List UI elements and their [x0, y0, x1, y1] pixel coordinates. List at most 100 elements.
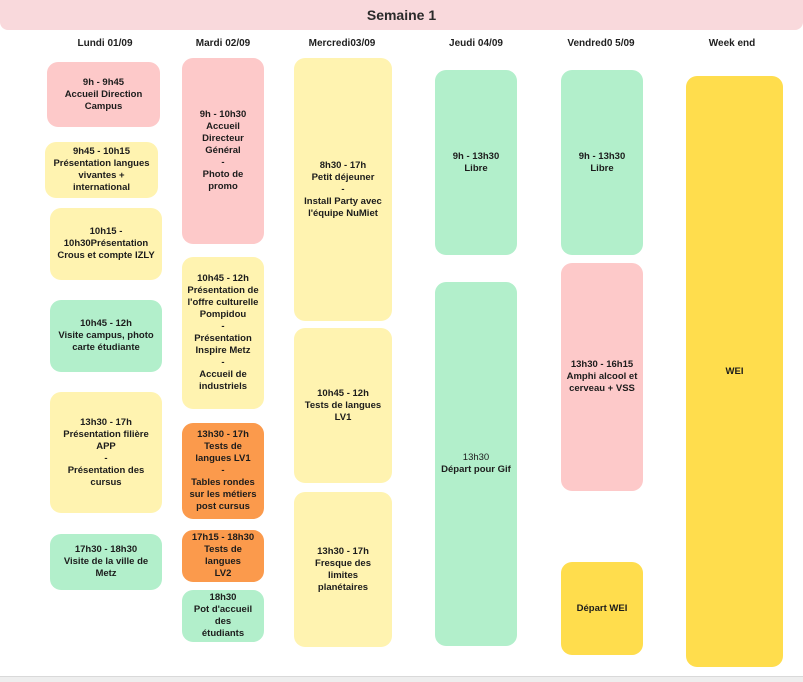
event-line: 18h30	[209, 592, 237, 603]
event-line: langues LV1	[195, 453, 251, 464]
event-line: LV1	[334, 411, 352, 423]
event-line: -	[221, 465, 225, 476]
event-line: Accueil Direction	[64, 88, 143, 100]
event-line: 13h30 - 17h	[197, 429, 249, 440]
event-line: vivantes +	[78, 170, 125, 181]
event-line: Présentation des	[67, 464, 145, 476]
event-line: Présentation langues	[53, 158, 150, 169]
event-line: 13h30	[462, 452, 490, 463]
event-line: 10h45 - 12h	[197, 273, 249, 284]
event-line: 13h30 - 17h	[317, 545, 369, 557]
day-header-monday: Lundi 01/09	[77, 38, 133, 49]
event-line: Pompidou	[199, 309, 247, 320]
event-line: 8h30 - 17h	[319, 159, 367, 171]
event-line: carte étudiante	[72, 342, 140, 353]
event-line: Départ WEI	[576, 602, 628, 614]
event-line: l'équipe NuMiet	[308, 207, 378, 219]
day-header-thursday: Jeudi 04/09	[449, 38, 503, 49]
event-line: Install Party avec	[304, 195, 382, 207]
event-line: Accueil de	[199, 369, 247, 380]
event-line: 9h - 9h45	[82, 76, 125, 88]
event-line: Tests de	[204, 441, 242, 452]
event-line: Libre	[590, 162, 614, 174]
event-line: 9h - 13h30	[452, 150, 500, 162]
event-line: Présentation de	[187, 285, 259, 296]
event-line: 9h45 - 10h15	[72, 146, 131, 157]
event-line: Visite campus, photo	[58, 330, 154, 341]
event-line: Libre	[464, 162, 488, 174]
scrollbar-track	[0, 676, 803, 682]
event-line: 17h15 - 18h30	[191, 532, 255, 543]
event-line: cursus	[90, 476, 122, 488]
day-header-weekend: Week end	[708, 38, 756, 49]
event-line: 10h30Présentation	[63, 238, 149, 249]
event-line: LV2	[214, 568, 232, 579]
event-line: APP	[96, 440, 116, 452]
event-line: Accueil	[206, 121, 240, 132]
event-line: -	[104, 452, 108, 464]
event-line: WEI	[725, 365, 744, 377]
event-line: Metz	[95, 568, 117, 579]
event-line: 17h30 - 18h30	[74, 544, 138, 555]
event-line: Pot d'accueil des	[193, 604, 253, 627]
event-line: -	[221, 321, 225, 332]
day-header-wednesday: Mercredi03/09	[308, 38, 376, 49]
event-wei[interactable]: WEI	[686, 76, 783, 667]
event-line: Tests de langues	[304, 399, 382, 411]
event-line: 10h45 - 12h	[80, 318, 132, 329]
event-line: Tables rondes	[191, 477, 255, 488]
event-line: 10h15 -	[89, 226, 123, 237]
event-line: l'offre culturelle	[187, 297, 259, 308]
event-line: Crous et compte IZLY	[57, 250, 155, 261]
event-line: Visite de la ville de	[63, 556, 149, 567]
event-line: 13h30 - 16h15	[570, 359, 634, 370]
event-line: Fresque des limites	[315, 557, 371, 581]
event-line: 13h30 - 17h	[80, 416, 132, 428]
event-line: Campus	[84, 100, 123, 112]
event-line: Général	[205, 145, 241, 156]
event-line: international	[72, 182, 130, 193]
event-line: -	[221, 157, 225, 168]
event-line: -	[341, 183, 345, 195]
event-line: Présentation	[194, 333, 252, 344]
day-header-tuesday: Mardi 02/09	[195, 38, 251, 49]
event-line: 9h - 13h30	[578, 150, 626, 162]
event-line: industriels	[198, 381, 248, 392]
event-line: Inspire Metz	[195, 345, 251, 356]
event-line: Tests de langues	[204, 544, 242, 567]
event-line: Photo de promo	[202, 169, 244, 192]
event-line: 9h - 10h30	[199, 109, 247, 120]
event-line: -	[221, 357, 225, 368]
event-line: Amphi alcool et	[566, 371, 638, 382]
day-header-friday: Vendred0 5/09	[567, 38, 635, 49]
week-title: Semaine 1	[0, 0, 803, 30]
event-line: Directeur	[202, 133, 244, 144]
event-depart-wei[interactable]: Départ WEI	[561, 562, 643, 655]
event-line: 10h45 - 12h	[317, 387, 369, 399]
event-line: sur les métiers	[189, 489, 257, 500]
event-line: Départ pour Gif	[441, 464, 511, 475]
event-line: étudiants	[201, 628, 245, 639]
event-line: post cursus	[196, 501, 250, 512]
event-line: Petit déjeuner	[311, 171, 375, 183]
event-line: Présentation filière	[63, 428, 149, 440]
event-line: cerveau + VSS	[569, 383, 635, 394]
